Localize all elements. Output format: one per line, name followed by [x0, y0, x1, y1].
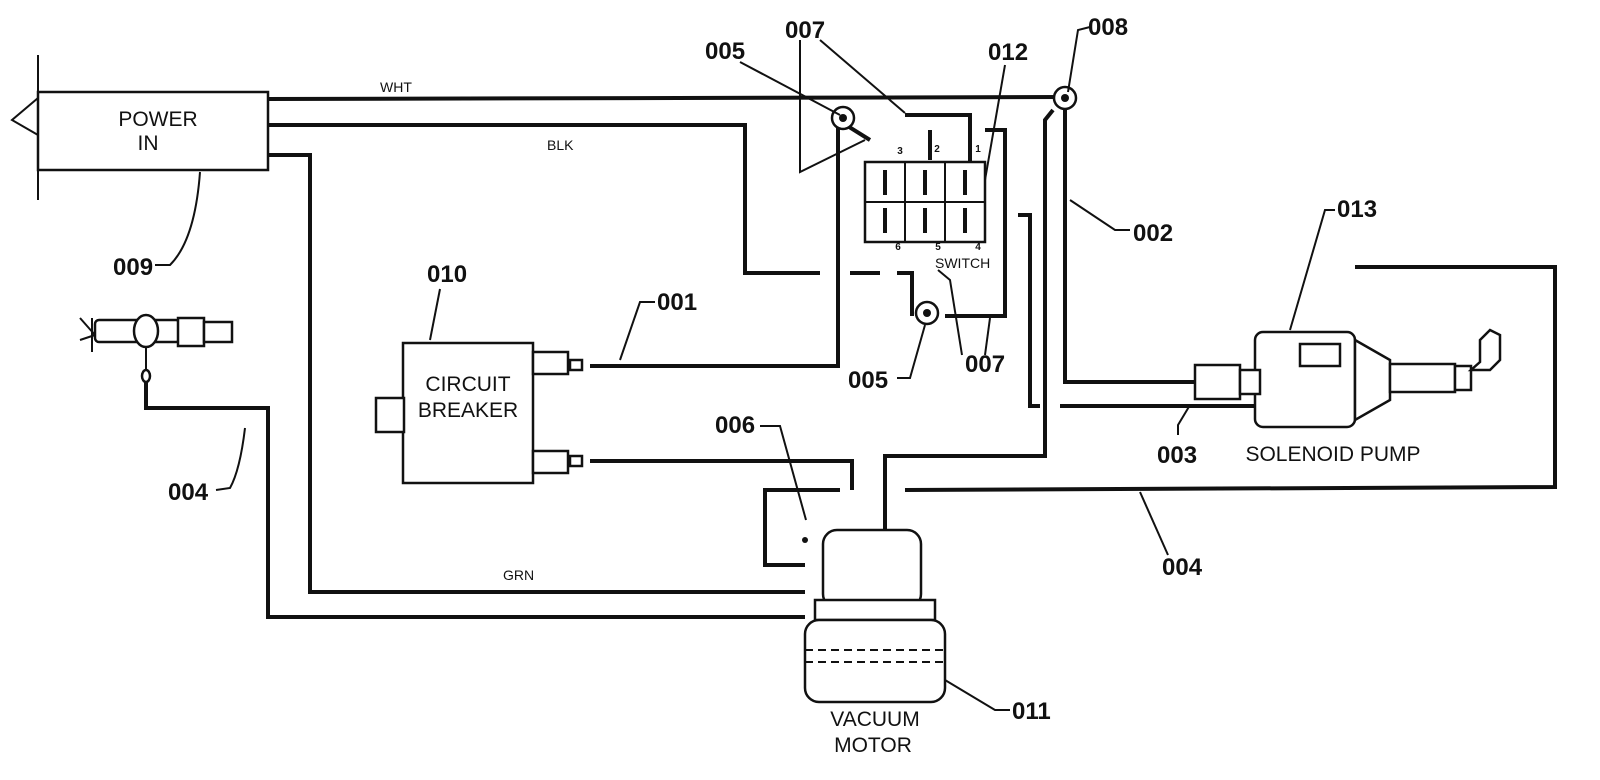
sensor-wire-004	[144, 372, 805, 619]
callout-013: 013	[1337, 196, 1377, 223]
callout-005-top: 005	[705, 38, 745, 65]
callout-005-bottom: 005	[848, 367, 888, 394]
white-wire	[267, 95, 1066, 101]
circuit-breaker-line2: BREAKER	[418, 399, 518, 422]
vacuum-motor-line2: MOTOR	[834, 734, 912, 757]
circuit-breaker-line1: CIRCUIT	[425, 373, 510, 396]
wires	[144, 95, 1557, 619]
switch-pin-2: 2	[934, 144, 940, 155]
wire-label-blk: BLK	[547, 137, 574, 153]
solenoid-pump: SOLENOID PUMP	[1193, 328, 1502, 466]
power-in-line1: POWER	[118, 108, 197, 131]
callout-001: 001	[657, 289, 697, 316]
ring-terminals	[830, 85, 1078, 326]
switch-label: SWITCH	[935, 255, 990, 271]
callout-002: 002	[1133, 220, 1173, 247]
callout-004-left: 004	[168, 479, 209, 506]
switch-pin4-wire	[1018, 213, 1040, 408]
terminal-008-down	[883, 108, 1055, 530]
switch-pin-5: 5	[935, 242, 941, 253]
switch-pin-6: 6	[895, 242, 901, 253]
switch-pin-4: 4	[975, 242, 981, 253]
wire-001	[590, 116, 872, 368]
motor-loop-wire	[763, 488, 840, 567]
rocker-switch: 3 2 1 6 5 4 SWITCH	[863, 144, 990, 271]
wire-004-right	[904, 265, 1557, 492]
power-in-line2: IN	[138, 132, 159, 155]
breaker-to-motor-wire	[590, 459, 854, 490]
switch-frame-wire	[905, 113, 972, 168]
callout-008: 008	[1088, 14, 1128, 41]
switch-pin-3: 3	[897, 146, 903, 157]
connector-006	[802, 537, 808, 543]
callout-004-right: 004	[1162, 554, 1203, 581]
vacuum-motor-line1: VACUUM	[830, 708, 919, 731]
callout-007-top: 007	[785, 17, 825, 44]
switch-pin-1: 1	[975, 144, 981, 155]
callout-007-bottom: 007	[965, 351, 1005, 378]
power-in-box: POWER IN	[10, 55, 270, 200]
sensor-probe	[79, 313, 234, 384]
vacuum-motor: VACUUM MOTOR	[802, 528, 947, 757]
green-wire	[268, 153, 805, 594]
black-wire-segment-2	[897, 271, 914, 316]
callout-010: 010	[427, 261, 467, 288]
callout-012: 012	[988, 39, 1028, 66]
callout-003: 003	[1157, 442, 1197, 469]
wire-label-wht: WHT	[380, 79, 412, 95]
circuit-breaker: CIRCUIT BREAKER	[374, 341, 584, 485]
switch-right-wire	[945, 128, 1007, 318]
black-wire	[268, 123, 820, 275]
solenoid-pump-label: SOLENOID PUMP	[1245, 443, 1420, 466]
callout-leaders	[155, 26, 1335, 711]
callout-011: 011	[1012, 698, 1051, 725]
callout-009: 009	[113, 254, 153, 281]
wire-label-grn: GRN	[503, 567, 534, 583]
callout-006: 006	[715, 412, 755, 439]
